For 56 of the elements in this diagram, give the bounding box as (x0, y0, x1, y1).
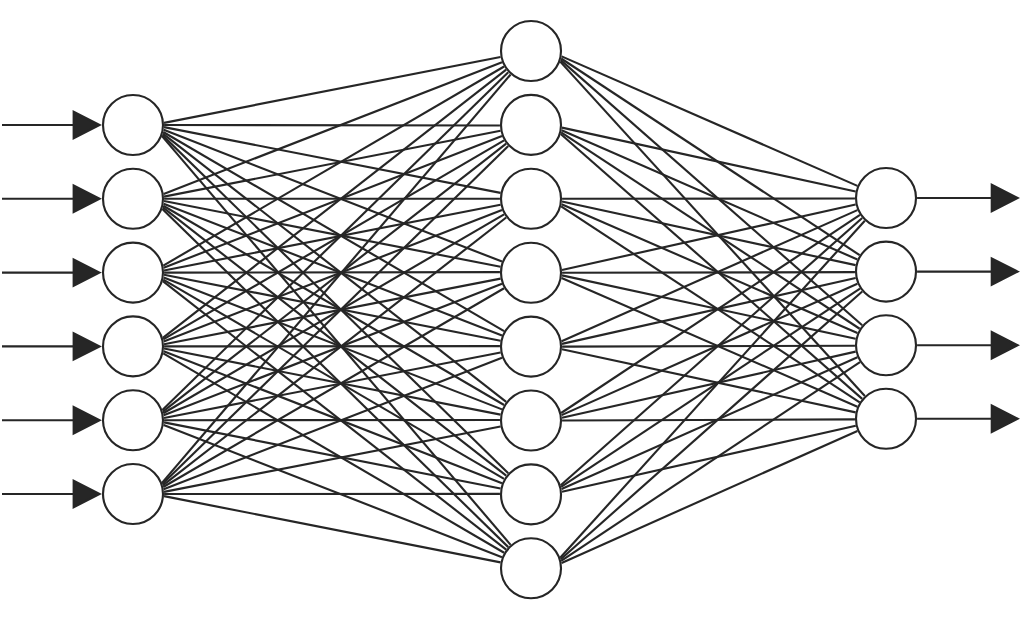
connection-line (561, 55, 858, 187)
neuron-circle (499, 241, 563, 304)
connection-line (561, 424, 856, 493)
connection-line (559, 220, 866, 559)
neuron-circle (499, 93, 563, 156)
connection-line (163, 61, 503, 195)
connection-line (560, 287, 861, 488)
neuron-circle (499, 19, 563, 83)
connection-line (164, 418, 500, 422)
neuron-circle (101, 315, 165, 378)
connection-line (561, 356, 858, 490)
connection-line (164, 345, 500, 348)
neuron-circle (499, 167, 563, 230)
neuron-circle (499, 463, 563, 526)
connection-line (164, 271, 500, 274)
neuron-circle (101, 241, 165, 304)
connection-line (162, 280, 507, 551)
neuron-circle (854, 314, 918, 377)
connection-line (561, 429, 858, 564)
connection-line (162, 68, 507, 339)
connection-line (161, 208, 510, 548)
neuron-circle (499, 537, 563, 600)
connection-line (562, 271, 855, 274)
connection-line (560, 133, 863, 400)
neuron-circle (101, 167, 165, 230)
connection-line (560, 217, 863, 487)
neuron-circle (854, 387, 918, 450)
neuron-circle (101, 93, 165, 157)
neuron-circle (101, 389, 165, 452)
neuron-circle (499, 315, 563, 378)
connection-line (164, 197, 500, 200)
connection-line (162, 352, 505, 554)
connection-line (560, 290, 863, 560)
connection-line (560, 57, 861, 257)
connection-line (163, 495, 501, 564)
neuron-circle (499, 389, 563, 452)
connection-line (163, 55, 501, 124)
connection-line (560, 59, 863, 327)
neuron-circle (854, 240, 918, 303)
connection-line (164, 123, 500, 127)
connection-line (560, 361, 861, 562)
connection-line (163, 424, 503, 559)
connection-line (560, 131, 861, 330)
connection-line (562, 344, 855, 348)
connection-line (161, 135, 512, 546)
connection-line (561, 129, 858, 261)
connection-line (162, 65, 505, 267)
connection-line (164, 492, 500, 496)
neuron-circle (101, 462, 165, 526)
connection-line (561, 126, 856, 193)
connection-line (161, 73, 512, 484)
connection-line (161, 71, 510, 411)
connection-line (562, 418, 855, 422)
connection-line (559, 60, 866, 397)
connection-line (562, 197, 855, 200)
neuron-circle (854, 166, 918, 230)
